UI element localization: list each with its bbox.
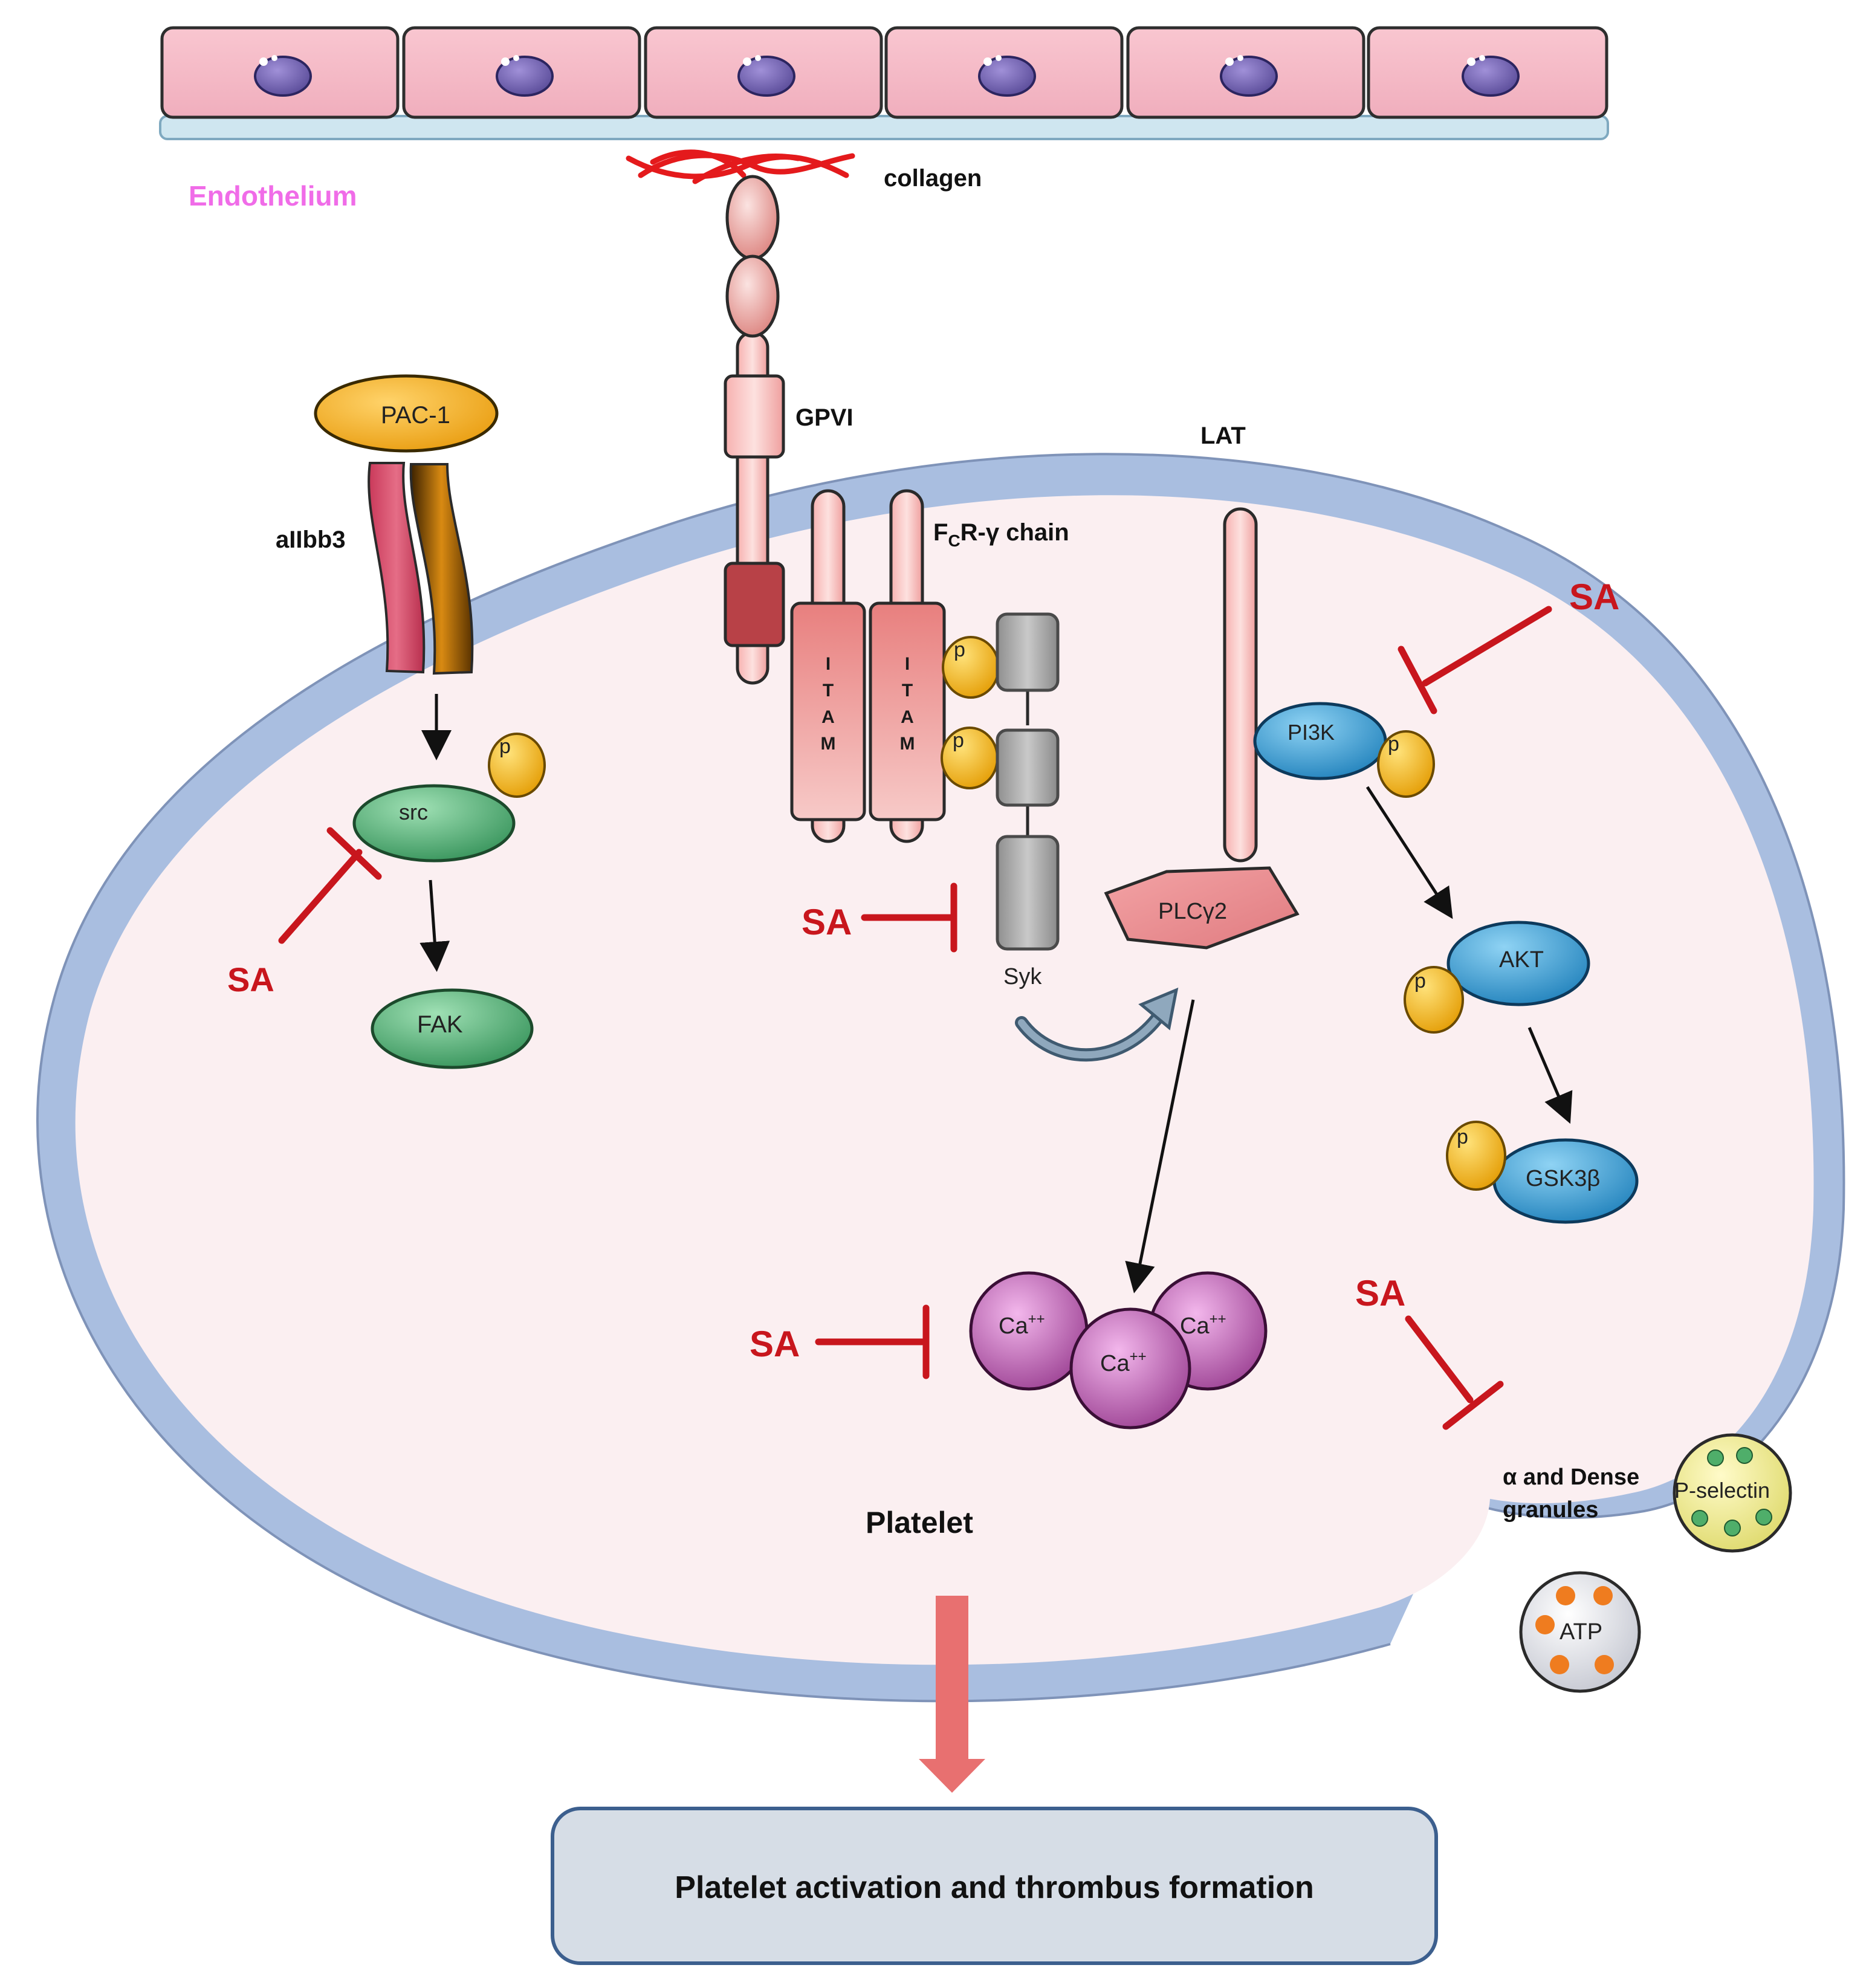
- itam-domain: [790, 601, 866, 821]
- itam-letter: M: [821, 734, 836, 754]
- arrow-pi3k-to-akt: [1365, 786, 1453, 919]
- itam-letters-right: I T A M: [900, 654, 915, 754]
- pi3k-kinase: PI3K: [1253, 702, 1387, 780]
- endothelial-cell: [1126, 26, 1365, 119]
- phospho-label: p: [1388, 733, 1399, 756]
- fak-label: FAK: [417, 1011, 463, 1038]
- outcome-box: Platelet activation and thrombus formati…: [551, 1807, 1438, 1965]
- phospho-group: p: [941, 727, 999, 789]
- platelet-label: Platelet: [866, 1506, 973, 1540]
- arrow-src-to-fak: [419, 879, 450, 972]
- sa-inhibits-src: SA: [227, 827, 382, 999]
- atp-granule: ATP: [1519, 1571, 1641, 1693]
- plcg2-enzyme: PLCγ2: [1104, 866, 1300, 950]
- outcome-label: Platelet activation and thrombus formati…: [675, 1870, 1313, 1905]
- phospho-label: p: [953, 729, 964, 752]
- p-selectin-label: P-selectin: [1674, 1478, 1770, 1503]
- fcr-label-rest: R-γ chain: [960, 519, 1069, 546]
- granules-label: α and Dense granules: [1503, 1465, 1646, 1523]
- src-kinase: src: [352, 784, 516, 863]
- phospho-label: p: [954, 638, 965, 661]
- sa-label: SA: [802, 902, 852, 942]
- fcr-label-main: F: [933, 519, 948, 546]
- endothelial-cell: [402, 26, 641, 119]
- itam-letter: I: [905, 654, 910, 674]
- endothelium-label: Endothelium: [189, 180, 357, 212]
- endothelium-layer: Endothelium: [159, 26, 1609, 212]
- pac-1-antibody: PAC-1: [314, 374, 499, 453]
- arrow-plcg2-to-calcium: [1125, 999, 1195, 1293]
- p-selectin-granule: P-selectin: [1673, 1433, 1792, 1553]
- calcium-ion: Ca++: [1069, 1307, 1191, 1429]
- itam-letters-left: I T A M: [821, 654, 836, 754]
- calcium-label: Ca++: [999, 1311, 1045, 1339]
- phospho-group: p: [1446, 1121, 1506, 1191]
- sa-label: SA: [1355, 1273, 1405, 1313]
- itam-letter: I: [826, 654, 831, 674]
- aiibb3-integrin: [368, 462, 474, 675]
- phospho-label: p: [1457, 1125, 1468, 1148]
- basement-membrane: [159, 115, 1609, 140]
- src-label: src: [399, 800, 428, 824]
- sa-inhibits-pi3k: SA: [1398, 577, 1619, 714]
- pi3k-label: PI3K: [1288, 720, 1335, 745]
- aiibb3-label: aIIbb3: [276, 526, 346, 553]
- gpvi-receptor: [724, 175, 785, 685]
- fak-kinase: FAK: [371, 988, 534, 1069]
- endothelial-cell: [644, 26, 883, 119]
- collagen-label: collagen: [884, 165, 982, 192]
- gpvi-label: GPVI: [795, 404, 854, 431]
- phospho-group: p: [488, 733, 546, 798]
- plcg2-label: PLCγ2: [1158, 899, 1227, 924]
- calcium-ion: Ca++: [969, 1271, 1089, 1391]
- phospho-group: p: [942, 636, 1000, 699]
- syk-kinase: [996, 612, 1060, 951]
- sa-label: SA: [227, 960, 274, 999]
- phospho-label: p: [499, 735, 511, 758]
- itam-letter: A: [821, 707, 835, 727]
- outcome-arrow: [919, 1596, 985, 1793]
- fcr-label-subscript: C: [948, 531, 960, 550]
- sa-inhibits-calcium: SA: [750, 1304, 930, 1379]
- endothelial-cell: [884, 26, 1124, 119]
- itam-letter: T: [902, 681, 913, 701]
- sa-inhibits-syk: SA: [802, 882, 957, 953]
- gsk3b-kinase: GSK3β: [1492, 1138, 1639, 1224]
- sa-inhibits-granule-release: SA: [1355, 1273, 1504, 1430]
- curved-activation-arrow: [1015, 987, 1179, 1062]
- atp-label: ATP: [1560, 1619, 1602, 1645]
- endothelial-cell: [160, 26, 400, 119]
- phospho-group: p: [1377, 730, 1435, 798]
- gsk3b-label: GSK3β: [1526, 1166, 1600, 1191]
- collagen-fibers: [626, 149, 855, 184]
- fcr-gamma-chain: I T A M I T A M: [790, 489, 946, 843]
- sa-label: SA: [750, 1324, 800, 1364]
- fcr-gamma-chain-label: FCR-γ chain: [933, 519, 1069, 550]
- itam-letter: M: [900, 734, 915, 754]
- itam-domain: [869, 601, 946, 821]
- syk-label: Syk: [1003, 964, 1042, 989]
- akt-label: AKT: [1499, 947, 1544, 973]
- itam-letter: A: [901, 707, 914, 727]
- arrow-akt-to-gsk3b: [1527, 1027, 1573, 1124]
- itam-letter: T: [823, 681, 834, 701]
- phospho-label: p: [1414, 970, 1426, 992]
- lat-adaptor: [1223, 507, 1258, 863]
- endothelial-cell: [1367, 26, 1608, 119]
- calcium-label: Ca++: [1100, 1349, 1147, 1376]
- granules-label-line1: α and Dense: [1503, 1465, 1639, 1490]
- calcium-label: Ca++: [1180, 1311, 1226, 1339]
- lat-label: LAT: [1200, 423, 1246, 449]
- granules-label-line2: granules: [1503, 1497, 1598, 1523]
- pac-1-label: PAC-1: [381, 402, 450, 429]
- phospho-group: p: [1404, 966, 1464, 1034]
- akt-kinase: AKT: [1446, 921, 1590, 1006]
- sa-label: SA: [1569, 577, 1619, 617]
